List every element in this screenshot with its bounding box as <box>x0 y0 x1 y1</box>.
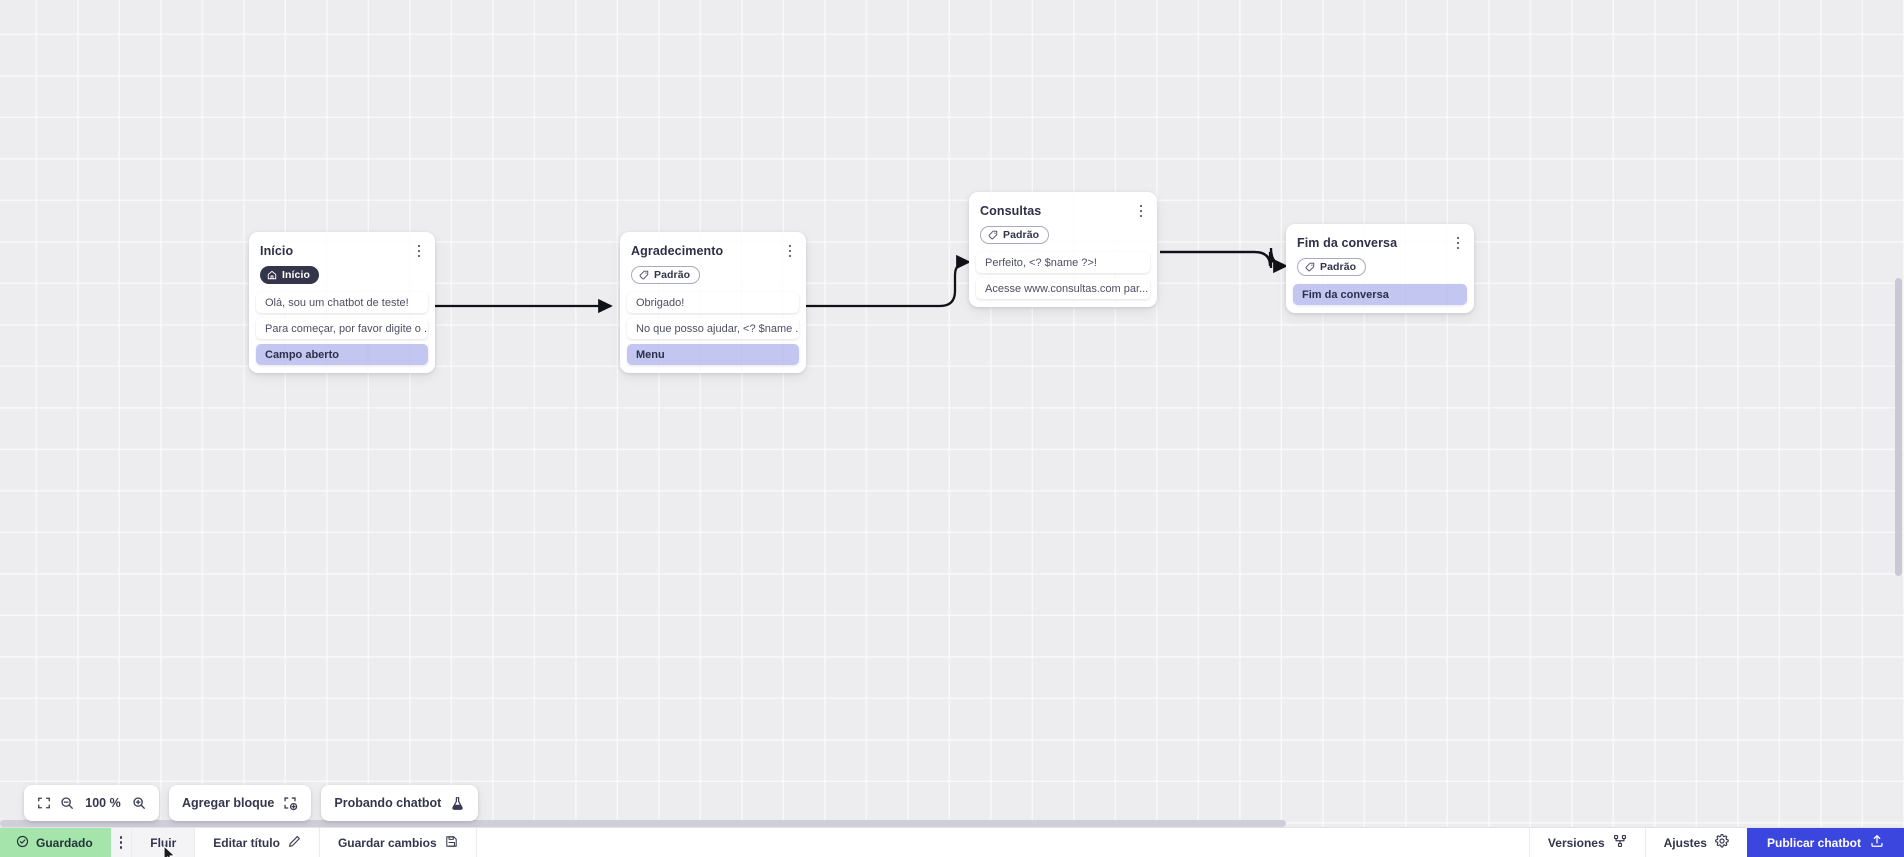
publish-chatbot-button[interactable]: Publicar chatbot <box>1746 828 1904 857</box>
floppy-disk-icon <box>445 835 458 851</box>
node-badge-row: Padrão <box>1286 252 1474 284</box>
node-header: Início <box>249 239 435 260</box>
node-row[interactable]: Olá, sou um chatbot de teste! <box>256 292 428 313</box>
test-chatbot-label: Probando chatbot <box>334 796 442 810</box>
node-title: Consultas <box>980 204 1042 218</box>
settings-label: Ajustes <box>1663 835 1707 850</box>
flow-node-inicio[interactable]: Início Início Olá, sou um chatbot de tes… <box>249 232 435 373</box>
node-menu-button[interactable] <box>1451 234 1465 252</box>
node-badge-padrao[interactable]: Padrão <box>980 226 1050 244</box>
zoom-in-icon[interactable] <box>132 796 146 810</box>
tab-fluir-label: Fluir <box>150 835 177 850</box>
versions-label: Versiones <box>1547 835 1605 850</box>
flow-canvas[interactable]: Início Início Olá, sou um chatbot de tes… <box>0 0 1904 827</box>
edge-consultas-fim-2 <box>1160 247 1288 274</box>
zoom-level-value: 100 % <box>85 796 121 810</box>
publish-chatbot-label: Publicar chatbot <box>1766 835 1861 850</box>
statusbar-spacer <box>477 828 1529 857</box>
node-rows: Obrigado! No que posso ajudar, <? $name … <box>620 292 806 365</box>
node-header: Fim da conversa <box>1286 231 1474 252</box>
flow-node-consultas[interactable]: Consultas Padrão Perfeito, <? $name ?>! … <box>969 192 1157 307</box>
statusbar-right-group: Versiones Ajustes <box>1528 828 1904 857</box>
check-circle-icon <box>16 835 29 851</box>
flow-options-button[interactable] <box>110 828 133 857</box>
node-rows: Olá, sou um chatbot de teste! Para começ… <box>249 292 435 365</box>
node-row[interactable]: Menu <box>627 344 799 365</box>
node-badge-label: Padrão <box>654 269 691 281</box>
node-menu-button[interactable] <box>412 242 426 260</box>
edit-title-button[interactable]: Editar título <box>195 828 320 857</box>
saved-status-label: Guardado <box>36 835 93 850</box>
node-rows: Fim da conversa <box>1286 284 1474 305</box>
node-header: Consultas <box>969 199 1157 220</box>
node-title: Fim da conversa <box>1297 236 1398 250</box>
horizontal-scrollbar[interactable] <box>0 820 1286 827</box>
add-block-button[interactable]: Agregar bloque <box>169 785 312 821</box>
node-rows: Perfeito, <? $name ?>! Acesse www.consul… <box>969 252 1157 299</box>
fit-screen-icon[interactable] <box>37 796 51 810</box>
node-header: Agradecimento <box>620 239 806 260</box>
node-badge-label: Padrão <box>1003 229 1040 241</box>
node-title: Início <box>260 244 294 258</box>
flow-node-fim-da-conversa[interactable]: Fim da conversa Padrão Fim da conversa <box>1286 224 1474 313</box>
connector-edges <box>434 247 1288 314</box>
test-chatbot-button[interactable]: Probando chatbot <box>321 785 479 821</box>
flow-node-agradecimento[interactable]: Agradecimento Padrão Obrigado! No que po… <box>620 232 806 373</box>
node-badge-inicio[interactable]: Início <box>260 266 320 284</box>
saved-status-badge: Guardado <box>0 828 111 857</box>
flask-icon <box>450 796 465 811</box>
node-badge-padrao[interactable]: Padrão <box>1297 258 1367 276</box>
vertical-scrollbar[interactable] <box>1895 278 1902 576</box>
node-row[interactable]: Obrigado! <box>627 292 799 313</box>
node-title: Agradecimento <box>631 244 724 258</box>
canvas-toolbar: 100 % Agregar bloque Probando chatbot <box>24 785 479 821</box>
node-row[interactable]: Fim da conversa <box>1293 284 1467 305</box>
tag-icon <box>639 270 649 280</box>
home-icon <box>267 270 277 280</box>
pencil-icon <box>288 835 301 851</box>
tag-icon <box>988 230 998 240</box>
node-badge-label: Início <box>282 269 311 281</box>
node-badge-padrao[interactable]: Padrão <box>631 266 701 284</box>
status-bar: Guardado Fluir Editar título Guardar cam… <box>0 827 1904 857</box>
node-row[interactable]: No que posso ajudar, <? $name ... <box>627 318 799 339</box>
settings-button[interactable]: Ajustes <box>1644 828 1747 857</box>
node-menu-button[interactable] <box>783 242 797 260</box>
versions-button[interactable]: Versiones <box>1528 828 1645 857</box>
zoom-out-icon[interactable] <box>60 796 74 810</box>
node-menu-button[interactable] <box>1134 202 1148 220</box>
zoom-controls: 100 % <box>24 785 159 821</box>
tag-icon <box>1305 262 1315 272</box>
upload-icon <box>1870 834 1884 851</box>
node-badge-row: Início <box>249 260 435 292</box>
save-changes-label: Guardar cambios <box>337 835 437 850</box>
branch-icon <box>1613 834 1627 851</box>
add-block-icon <box>283 796 298 811</box>
edge-agradecimento-consultas <box>805 254 971 308</box>
add-block-label: Agregar bloque <box>182 796 275 810</box>
node-row[interactable]: Campo aberto <box>256 344 428 365</box>
node-badge-row: Padrão <box>969 220 1157 252</box>
node-row[interactable]: Acesse www.consultas.com par... <box>976 278 1150 299</box>
save-changes-button[interactable]: Guardar cambios <box>320 828 477 857</box>
node-row[interactable]: Perfeito, <? $name ?>! <box>976 252 1150 273</box>
tab-fluir[interactable]: Fluir <box>132 828 196 857</box>
node-badge-row: Padrão <box>620 260 806 292</box>
edit-title-label: Editar título <box>213 835 280 850</box>
node-badge-label: Padrão <box>1320 261 1357 273</box>
node-row[interactable]: Para começar, por favor digite o ... <box>256 318 428 339</box>
gear-icon <box>1715 833 1729 851</box>
